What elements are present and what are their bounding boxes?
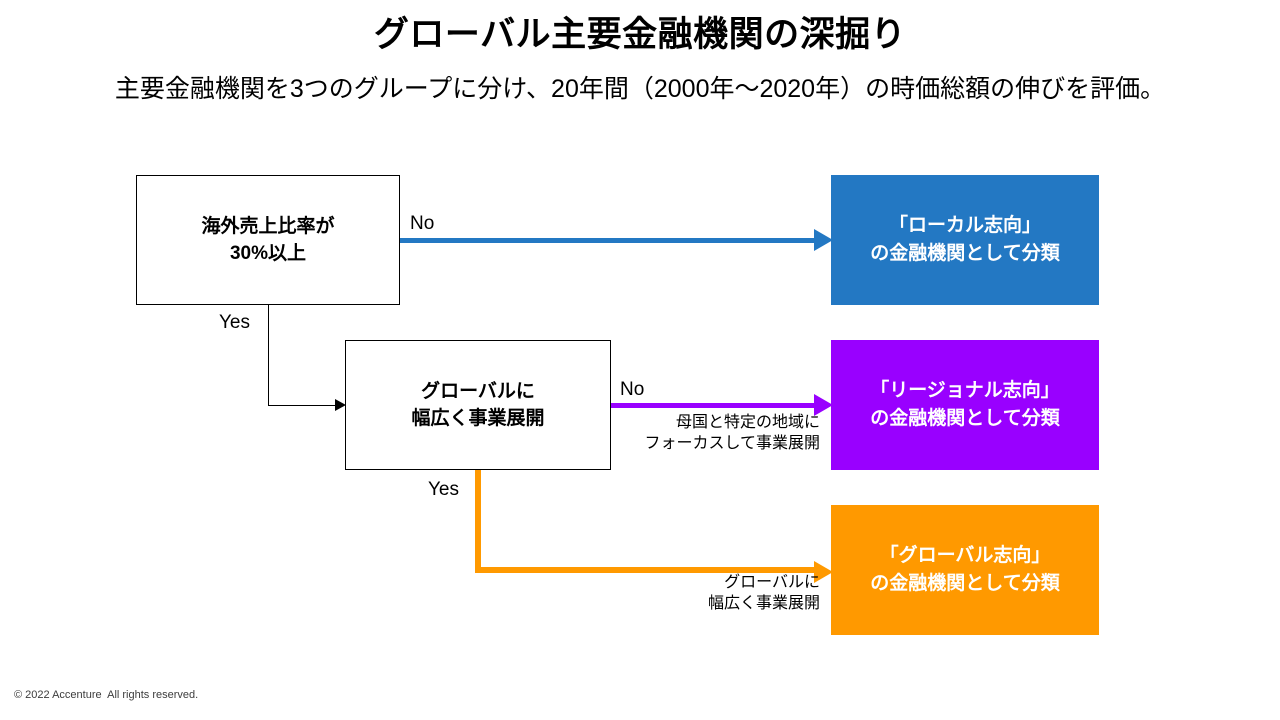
connector-line-yes-horizontal [268,405,338,406]
connector-line-no-to-local [400,238,818,243]
edge-note-regional: 母国と特定の地域に フォーカスして事業展開 [644,414,820,452]
result-node-regional-label: 「リージョナル志向」 の金融機関として分類 [870,380,1060,429]
page-subtitle: 主要金融機関を3つのグループに分け、20年間（2000年〜2020年）の時価総額… [114,75,1166,103]
result-node-local[interactable]: 「ローカル志向」 の金融機関として分類 [831,175,1099,305]
footer-copyright: © 2022 Accenture All rights reserved. [14,689,199,701]
arrowhead-icon-no-to-local [814,229,833,251]
connector-line-yes-to-global-vertical [475,470,481,573]
result-node-regional[interactable]: 「リージョナル志向」 の金融機関として分類 [831,340,1099,470]
connector-line-no-to-regional [611,403,818,408]
decision-node-overseas-ratio[interactable]: 海外売上比率が 30%以上 [136,175,400,305]
edge-label-yes-to-global: Yes [428,479,459,500]
result-node-global[interactable]: 「グローバル志向」 の金融機関として分類 [831,505,1099,635]
decision-node-global-breadth[interactable]: グローバルに 幅広く事業展開 [345,340,611,470]
arrowhead-icon-yes-to-global [814,561,833,583]
edge-note-global: グローバルに 幅広く事業展開 [707,574,820,612]
arrowhead-icon-no-to-regional [814,394,833,416]
decision-node-overseas-ratio-label: 海外売上比率が 30%以上 [201,216,335,264]
arrowhead-icon-yes-to-global-breadth [335,399,346,411]
edge-label-no-to-local: No [410,213,435,234]
decision-node-global-breadth-label: グローバルに 幅広く事業展開 [411,381,545,429]
connector-line-yes-to-global-horizontal [475,567,818,573]
edge-label-no-to-regional: No [620,379,645,400]
connector-line-yes-vertical [268,305,269,406]
result-node-local-label: 「ローカル志向」 の金融機関として分類 [870,215,1060,264]
result-node-global-label: 「グローバル志向」 の金融機関として分類 [870,545,1060,594]
edge-label-yes-to-global-breadth: Yes [219,312,250,333]
page-title: グローバル主要金融機関の深掘り [373,15,907,54]
